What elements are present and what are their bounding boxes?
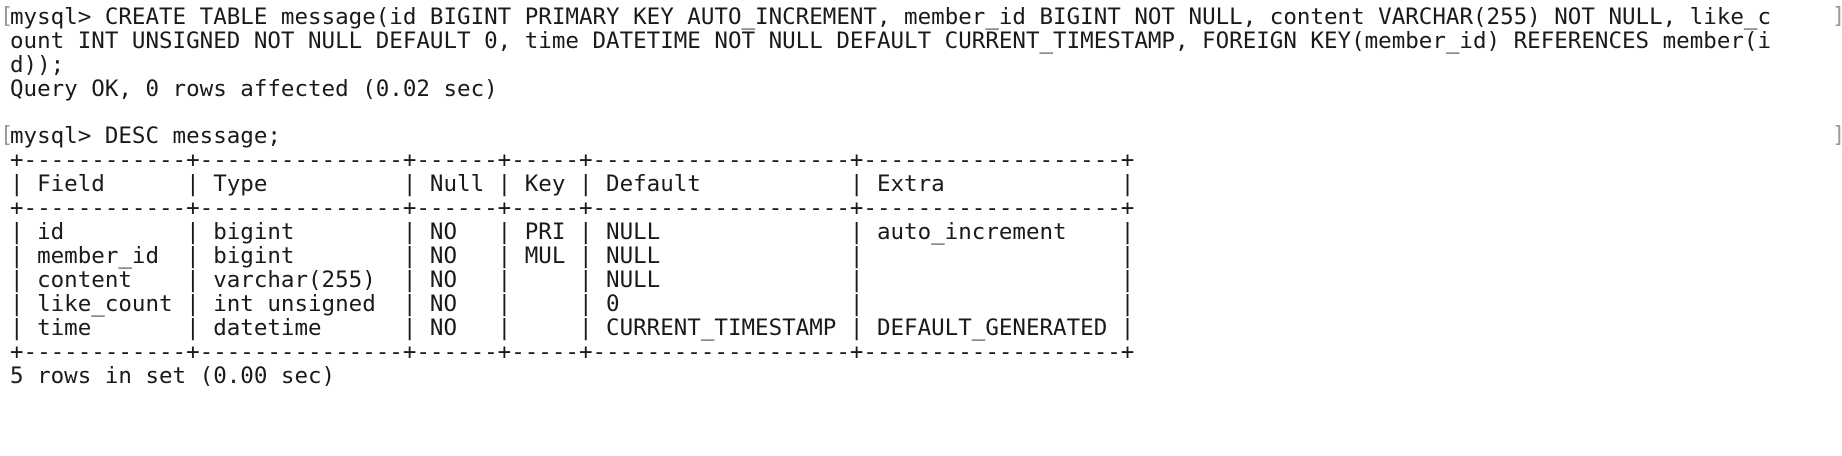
- table-header-row: | Field | Type | Null | Key | Default | …: [10, 171, 1135, 197]
- table-row: | member_id | bigint | NO | MUL | NULL |…: [10, 243, 1135, 269]
- prompt: mysql>: [10, 4, 92, 30]
- desc-result-line: 5 rows in set (0.00 sec): [10, 363, 336, 389]
- prompt: mysql>: [10, 123, 92, 149]
- table-border-bottom: +------------+---------------+------+---…: [10, 339, 1135, 365]
- table-border-header: +------------+---------------+------+---…: [10, 195, 1135, 221]
- create-command-line-3: d));: [10, 52, 65, 78]
- create-result-line: Query OK, 0 rows affected (0.02 sec): [10, 76, 498, 102]
- selection-bracket-close-2: ]: [1832, 122, 1842, 150]
- create-command-text: CREATE TABLE message(id BIGINT PRIMARY K…: [104, 4, 1772, 30]
- table-border-top: +------------+---------------+------+---…: [10, 147, 1135, 173]
- desc-command-line: mysql> DESC message;: [10, 122, 281, 150]
- table-row: | content | varchar(255) | NO | | NULL |…: [10, 267, 1135, 293]
- create-command-line-2: ount INT UNSIGNED NOT NULL DEFAULT 0, ti…: [10, 28, 1771, 54]
- create-command-line-1: mysql> CREATE TABLE message(id BIGINT PR…: [10, 3, 1771, 31]
- table-row: | time | datetime | NO | | CURRENT_TIMES…: [10, 315, 1135, 341]
- table-row: | like_count | int unsigned | NO | | 0 |…: [10, 291, 1135, 317]
- table-row: | id | bigint | NO | PRI | NULL | auto_i…: [10, 219, 1135, 245]
- desc-command-text: DESC message;: [104, 123, 281, 149]
- selection-bracket-open: [: [0, 4, 14, 29]
- selection-bracket-open-2: [: [0, 123, 14, 148]
- selection-bracket-close: ]: [1832, 3, 1842, 31]
